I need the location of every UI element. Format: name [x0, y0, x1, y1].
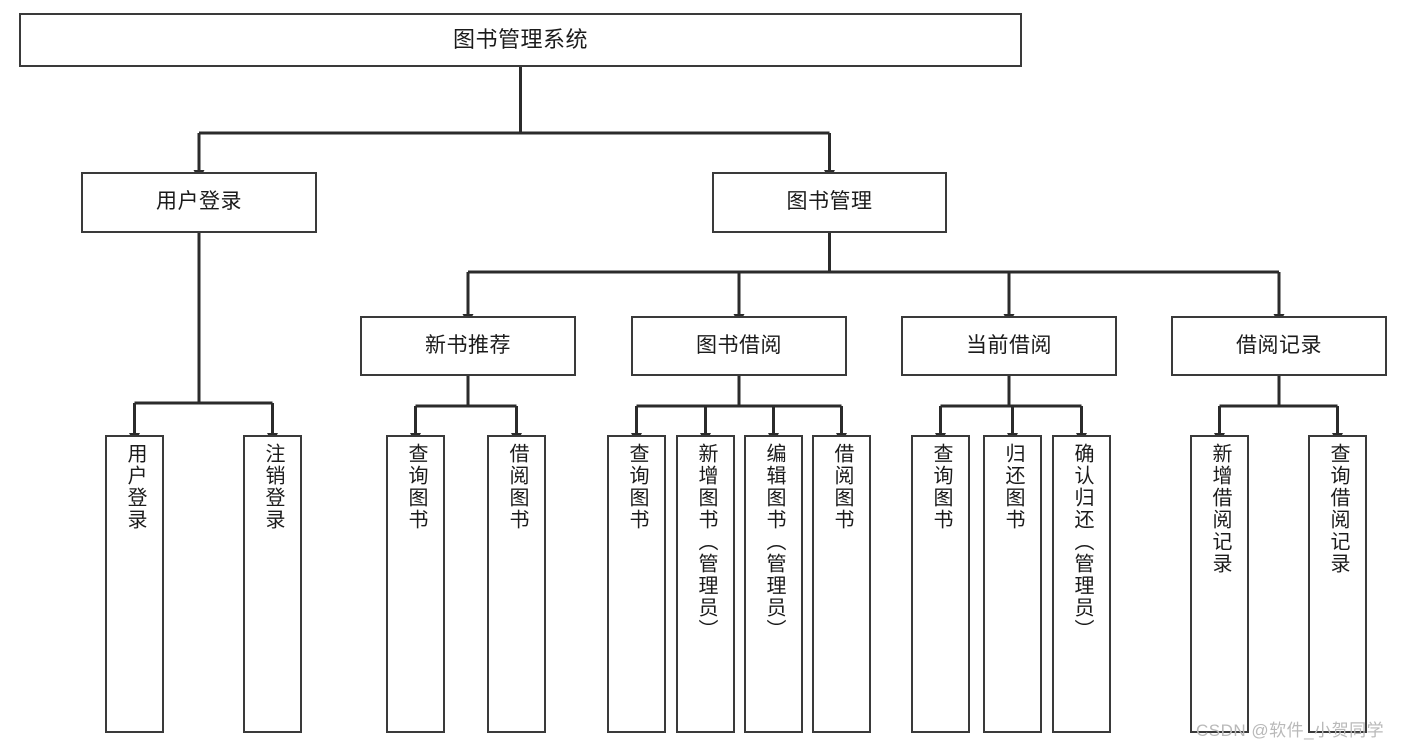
- node-label: 查询图书: [405, 443, 427, 531]
- node-label: 用户登录: [124, 443, 146, 531]
- node-box-l13[interactable]: 查询借阅记录: [1308, 435, 1367, 733]
- node-label: 借阅记录: [1236, 333, 1322, 357]
- node-box-l11[interactable]: 确认归还（管理员）: [1052, 435, 1111, 733]
- node-box-l3[interactable]: 查询图书: [386, 435, 445, 733]
- node-label: 编辑图书（管理员）: [763, 443, 785, 641]
- node-box-n_login[interactable]: 用户登录: [81, 172, 317, 233]
- node-box-l10[interactable]: 归还图书: [983, 435, 1042, 733]
- node-label: 图书管理系统: [452, 27, 588, 53]
- node-box-l2[interactable]: 注销登录: [243, 435, 302, 733]
- node-label: 查询借阅记录: [1327, 443, 1349, 575]
- node-label: 当前借阅: [966, 333, 1052, 357]
- node-box-n_log[interactable]: 借阅记录: [1171, 316, 1387, 376]
- watermark-label: CSDN @软件_小贺同学: [1196, 721, 1385, 740]
- node-box-l5[interactable]: 查询图书: [607, 435, 666, 733]
- node-box-n_rec[interactable]: 新书推荐: [360, 316, 576, 376]
- node-label: 注销登录: [262, 443, 284, 531]
- node-label: 用户登录: [156, 190, 242, 214]
- node-box-l1[interactable]: 用户登录: [105, 435, 164, 733]
- node-label: 新增借阅记录: [1209, 443, 1231, 575]
- node-box-l9[interactable]: 查询图书: [911, 435, 970, 733]
- node-box-n_book[interactable]: 图书管理: [712, 172, 947, 233]
- node-box-n_bor[interactable]: 图书借阅: [631, 316, 847, 376]
- node-label: 查询图书: [930, 443, 952, 531]
- node-label: 确认归还（管理员）: [1071, 443, 1093, 641]
- node-box-l12[interactable]: 新增借阅记录: [1190, 435, 1249, 733]
- node-label: 借阅图书: [506, 443, 528, 531]
- node-box-l7[interactable]: 编辑图书（管理员）: [744, 435, 803, 733]
- node-label: 图书借阅: [696, 333, 782, 357]
- edge-group: [129, 67, 1343, 443]
- node-box-root[interactable]: 图书管理系统: [19, 13, 1022, 67]
- node-box-l6[interactable]: 新增图书（管理员）: [676, 435, 735, 733]
- node-label: 借阅图书: [831, 443, 853, 531]
- node-label: 图书管理: [786, 190, 873, 214]
- node-box-n_cur[interactable]: 当前借阅: [901, 316, 1117, 376]
- node-box-l4[interactable]: 借阅图书: [487, 435, 546, 733]
- node-label: 查询图书: [626, 443, 648, 531]
- node-box-l8[interactable]: 借阅图书: [812, 435, 871, 733]
- node-label: 新书推荐: [425, 333, 511, 357]
- node-label: 新增图书（管理员）: [695, 443, 717, 641]
- node-label: 归还图书: [1002, 443, 1024, 531]
